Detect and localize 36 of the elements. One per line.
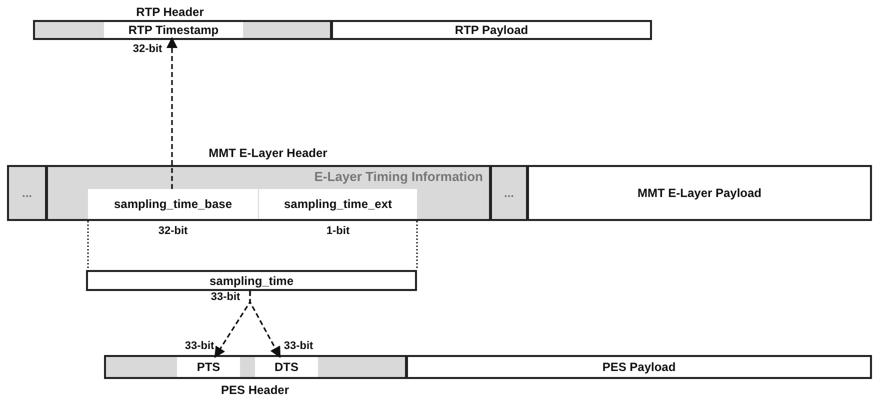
field-name: PTS xyxy=(196,361,220,373)
field-name: RTP Timestamp xyxy=(128,24,219,36)
bit-width-label: 32-bit xyxy=(158,226,188,237)
field-block xyxy=(33,20,332,40)
header-label: MMT E-Layer Header xyxy=(208,147,328,159)
arrow xyxy=(249,291,281,358)
field-segment xyxy=(104,22,243,38)
bit-width-label: 1-bit xyxy=(326,226,350,237)
arrow xyxy=(166,36,178,189)
field-block xyxy=(104,355,407,379)
field-name: DTS xyxy=(274,361,298,373)
bit-width-label: 33-bit xyxy=(210,292,240,303)
field-segment xyxy=(177,357,240,377)
header-label: PES Header xyxy=(220,384,290,396)
field-name: MMT E-Layer Payload xyxy=(637,187,762,199)
field-block xyxy=(406,355,872,379)
field-name: sampling_time xyxy=(209,274,294,286)
field-name: ... xyxy=(22,187,32,199)
field-block xyxy=(527,165,872,221)
field-name: PES Payload xyxy=(602,361,676,373)
field-block xyxy=(331,20,652,40)
bit-width-label: 32-bit xyxy=(132,44,162,55)
bit-width-label: 33-bit xyxy=(184,341,214,352)
field-segment xyxy=(88,189,258,219)
header-label: RTP Header xyxy=(136,6,204,18)
field-segment xyxy=(259,189,417,219)
field-block xyxy=(86,270,417,291)
field-name: ... xyxy=(504,187,514,199)
field-segment xyxy=(255,357,318,377)
field-segment xyxy=(7,165,47,221)
bit-width-label: 33-bit xyxy=(284,341,314,352)
field-name: sampling_time_base xyxy=(114,198,232,210)
field-name: sampling_time_ext xyxy=(284,198,392,210)
field-name: RTP Payload xyxy=(454,24,528,36)
field-name: E-Layer Timing Information xyxy=(314,170,483,183)
field-segment xyxy=(490,165,528,221)
